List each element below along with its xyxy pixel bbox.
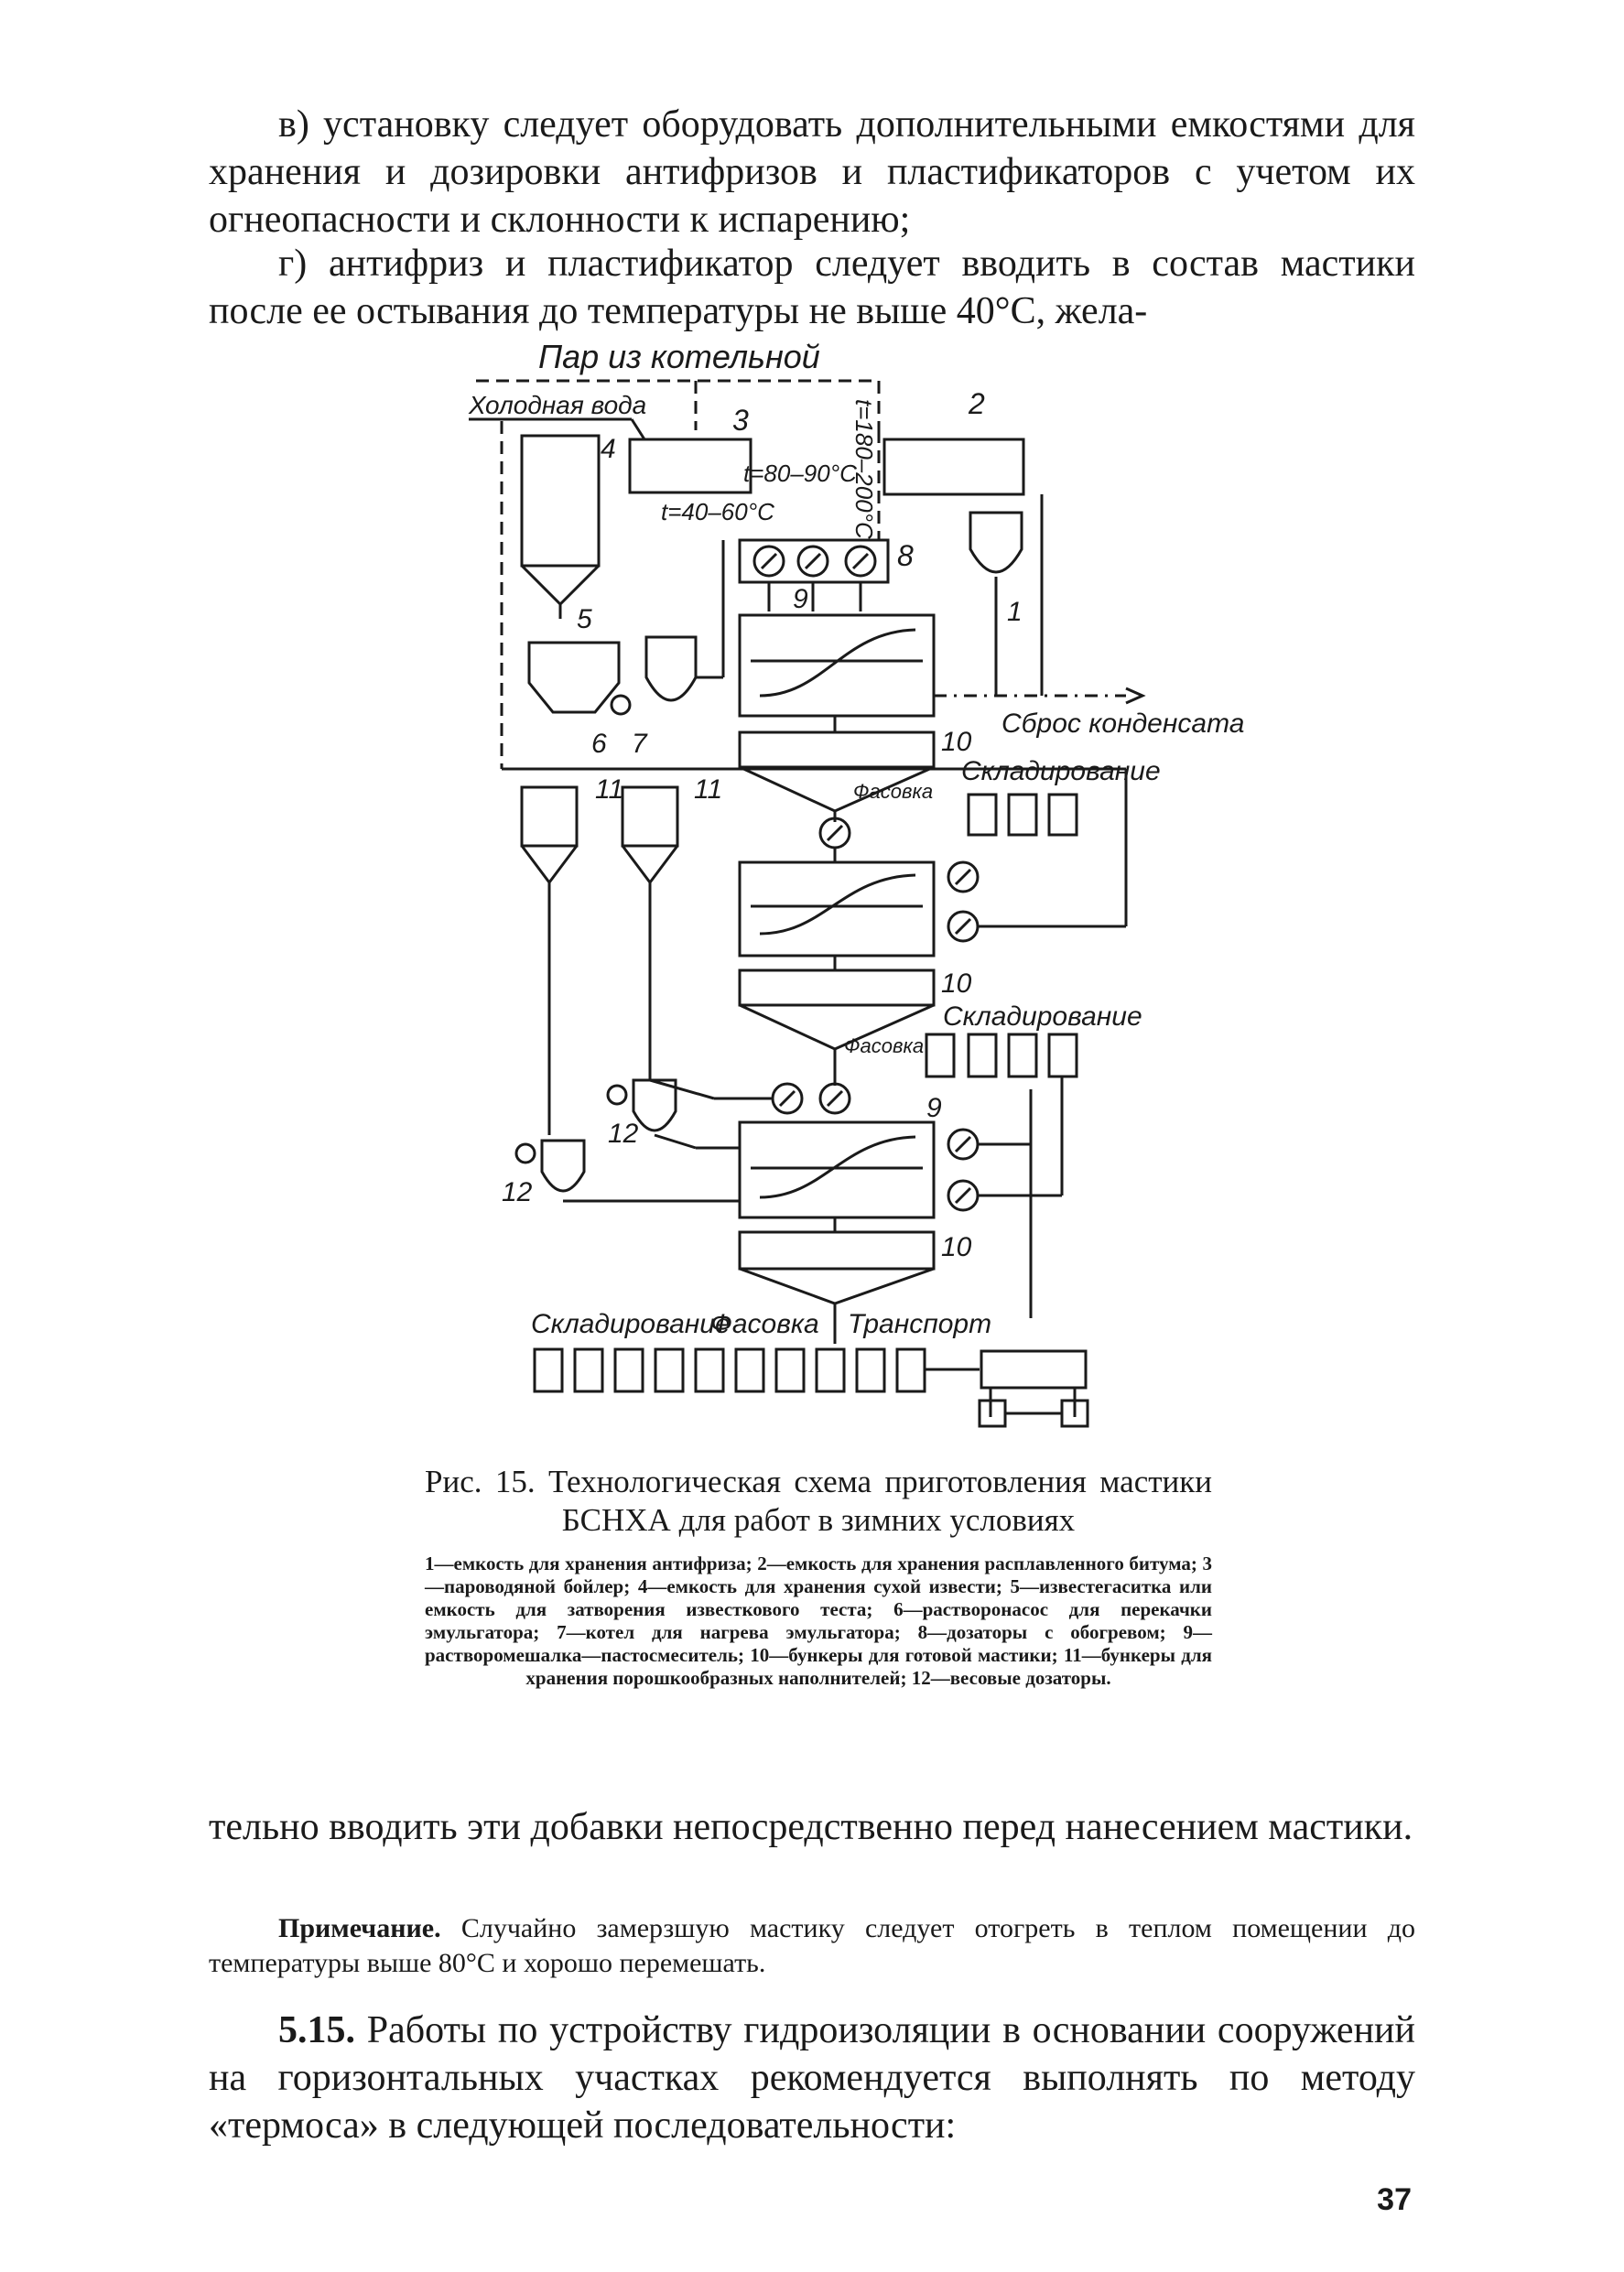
num-11b: 11 bbox=[694, 774, 722, 805]
num-9a: 9 bbox=[793, 584, 808, 614]
label-packing-bottom: Фасовка bbox=[710, 1309, 819, 1339]
num-2: 2 bbox=[968, 387, 985, 420]
num-12a: 12 bbox=[608, 1119, 639, 1149]
process-flow-diagram: Пар из котельной Холодная вода 3 t=80–90… bbox=[468, 338, 1244, 1428]
pump-6 bbox=[610, 694, 632, 716]
num-9b: 9 bbox=[926, 1093, 942, 1123]
mixer-9-middle bbox=[738, 860, 936, 957]
section-5-15: 5.15. Работы по устройству гидроизоляции… bbox=[209, 2007, 1415, 2149]
num-8: 8 bbox=[897, 539, 914, 572]
section-number: 5.15. bbox=[278, 2009, 355, 2051]
note-label: Примечание. bbox=[278, 1913, 441, 1943]
label-transport: Транспорт bbox=[848, 1309, 991, 1339]
page-number: 37 bbox=[1377, 2182, 1412, 2217]
lime-silo-4 bbox=[520, 434, 601, 568]
label-cold-water: Холодная вода bbox=[468, 391, 646, 419]
num-7: 7 bbox=[632, 729, 648, 759]
num-3: 3 bbox=[732, 404, 749, 437]
num-5: 5 bbox=[577, 604, 592, 634]
hopper-10-bottom bbox=[738, 1230, 936, 1271]
label-storage-1: Складирование bbox=[961, 756, 1161, 786]
bin-11-right bbox=[621, 785, 679, 848]
figure-caption: Рис. 15. Технологическая схема приготовл… bbox=[425, 1463, 1212, 1690]
label-storage-2: Складирование bbox=[943, 1001, 1142, 1032]
label-packing-1: Фасовка bbox=[853, 780, 933, 803]
mixer-9-bottom bbox=[738, 1120, 936, 1219]
bin-11-left bbox=[520, 785, 579, 848]
truck-icon bbox=[980, 1349, 1088, 1390]
label-temp-bitumen: t=180–200°C bbox=[850, 399, 878, 539]
steam-boiler-3 bbox=[628, 438, 752, 494]
num-11a: 11 bbox=[595, 774, 623, 805]
section-text: Работы по устройству гидроизоляции в осн… bbox=[209, 2009, 1415, 2147]
num-6: 6 bbox=[591, 729, 607, 759]
num-10b: 10 bbox=[941, 968, 972, 999]
num-4: 4 bbox=[601, 434, 616, 464]
num-10a: 10 bbox=[941, 727, 972, 757]
note-text: Случайно замерзшую мастику следует отогр… bbox=[209, 1913, 1415, 1978]
antifreeze-tank-1 bbox=[969, 511, 1023, 574]
hopper-10-middle bbox=[738, 968, 936, 1007]
bitumen-tank-2 bbox=[882, 438, 1025, 496]
paragraph-v: в) установку следует оборудовать дополни… bbox=[209, 103, 1415, 241]
label-storage-bottom: Складирование bbox=[531, 1309, 731, 1339]
num-12b: 12 bbox=[502, 1177, 533, 1207]
caption-legend: 1—емкость для хранения антифриза; 2—емко… bbox=[425, 1553, 1212, 1689]
paragraph-continuation: тельно вводить эти добавки непосредствен… bbox=[209, 1806, 1413, 1848]
label-condensate: Сброс конденсата bbox=[1001, 709, 1244, 739]
caption-title: Рис. 15. Технологическая схема приготовл… bbox=[425, 1464, 1212, 1538]
num-1: 1 bbox=[1007, 597, 1023, 627]
mixer-9-top bbox=[738, 613, 936, 718]
label-packing-2: Фасовка bbox=[844, 1034, 924, 1057]
hopper-10-top bbox=[738, 730, 936, 769]
label-temp-boiler-low: t=40–60°C bbox=[661, 498, 774, 525]
paragraph-g: г) антифриз и пластификатор следует ввод… bbox=[209, 243, 1415, 332]
note: Примечание. Случайно замерзшую мастику с… bbox=[209, 1911, 1415, 1981]
label-steam: Пар из котельной bbox=[538, 338, 820, 375]
num-10c: 10 bbox=[941, 1232, 972, 1262]
label-temp-boiler-out: t=80–90°C bbox=[743, 460, 857, 487]
